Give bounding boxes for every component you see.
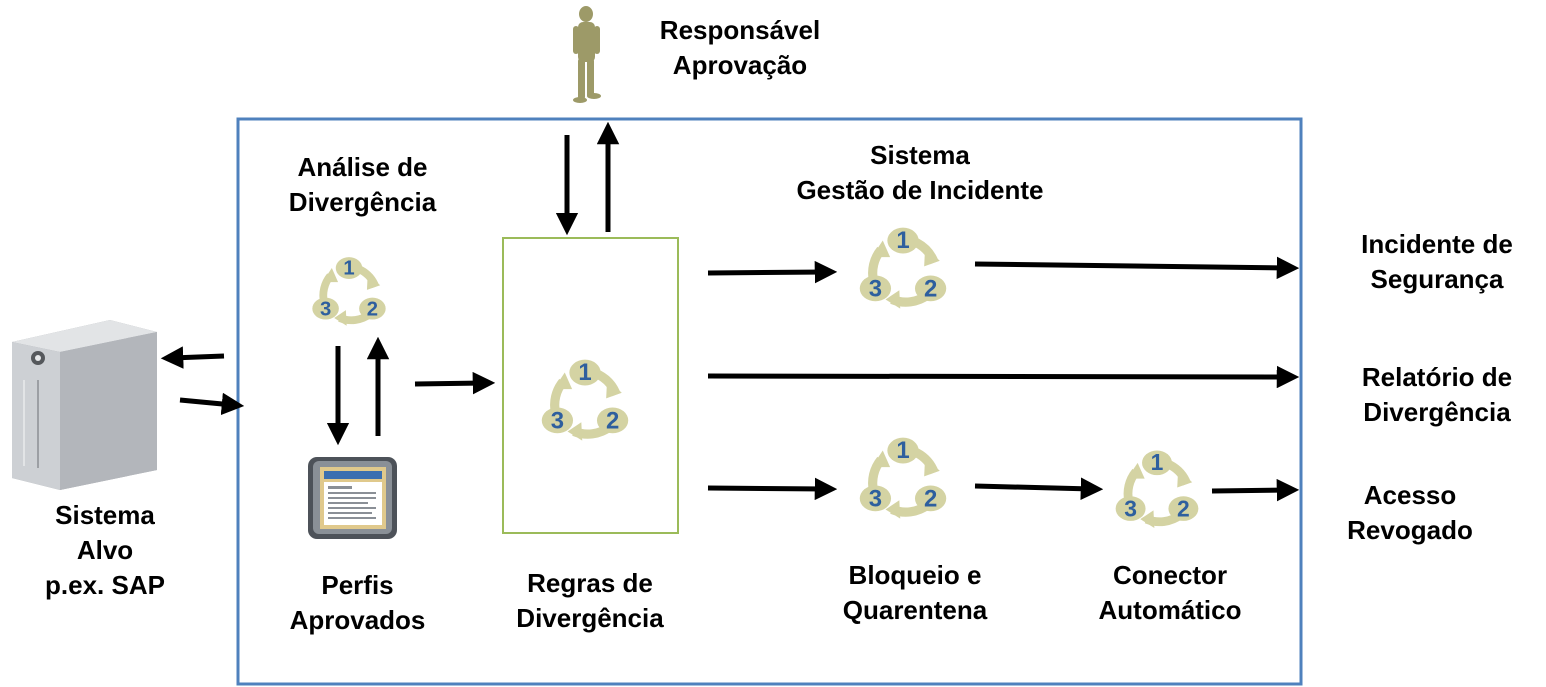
cycle-step-2: 2 (1177, 496, 1190, 522)
divergence-rules-box (502, 237, 679, 534)
cycle-step-1: 1 (578, 359, 591, 386)
cycle-step-3: 3 (320, 299, 331, 321)
arrow-rules-to-incident-system (707, 260, 838, 284)
cycle-step-3: 3 (1124, 496, 1137, 522)
cycle-step-1: 1 (1151, 449, 1164, 475)
server-icon (12, 320, 157, 490)
cycle-step-1: 1 (896, 437, 909, 464)
arrow-rules-to-block (707, 477, 838, 501)
cycle-step-3: 3 (869, 276, 882, 303)
document-window-icon (308, 457, 397, 539)
cycle-step-2: 2 (924, 276, 937, 303)
cycle-icon: 1 2 3 (860, 437, 946, 519)
cycle-step-2: 2 (924, 486, 937, 513)
arrow-to-access-revoked (1211, 478, 1300, 502)
arrow-block-to-connector (974, 477, 1104, 500)
person-icon (573, 6, 601, 103)
cycle-icon: 1 2 3 (312, 257, 385, 326)
arrow-to-divergence-report (707, 365, 1300, 389)
arrow-to-target-system (160, 346, 225, 369)
cycle-step-3: 3 (869, 486, 882, 513)
cycle-step-3: 3 (551, 408, 564, 435)
cycle-step-2: 2 (367, 299, 378, 321)
cycle-icon: 1 2 3 (542, 359, 628, 441)
cycle-step-2: 2 (606, 408, 619, 435)
cycle-step-1: 1 (343, 257, 354, 279)
arrow-from-target-system (179, 392, 245, 416)
cycle-icon: 1 2 3 (1116, 449, 1199, 528)
arrow-to-security-incident (974, 256, 1300, 280)
cycle-step-1: 1 (896, 227, 909, 254)
cycle-icon: 1 2 3 (860, 227, 946, 309)
arrow-analysis-to-rules (414, 371, 496, 395)
